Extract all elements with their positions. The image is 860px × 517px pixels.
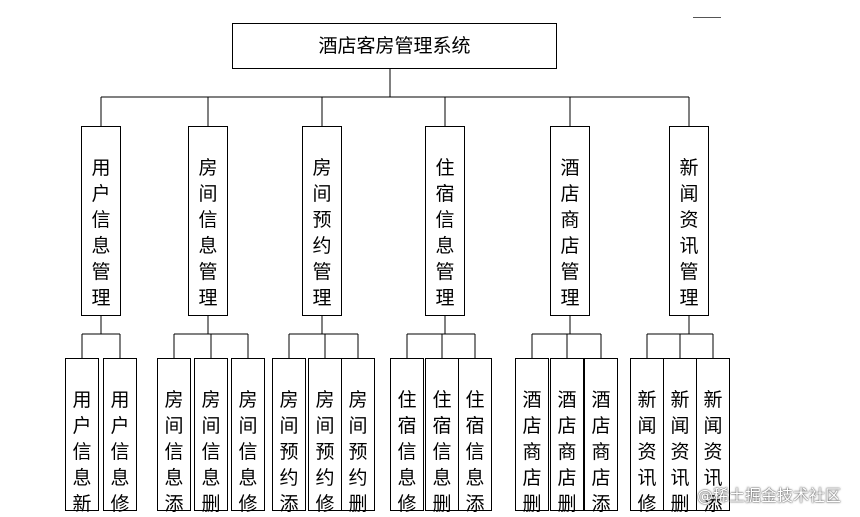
- module-box-1: 房间信息管理: [188, 126, 228, 316]
- module-box-2: 房间预约管理: [302, 126, 342, 316]
- child-box-5-1-label: 新闻资讯删: [670, 389, 690, 515]
- child-box-5-2-label: 新闻资讯添: [703, 389, 723, 515]
- child-box-2-0-label: 房间预约添: [279, 389, 299, 515]
- child-box-5-0-label: 新闻资讯修: [637, 389, 657, 515]
- module-box-0: 用户信息管理: [81, 126, 121, 316]
- module-box-4-label: 酒店商店管理: [560, 157, 580, 309]
- child-box-1-2-label: 房间信息修: [238, 389, 258, 515]
- root-box: 酒店客房管理系统: [232, 23, 557, 69]
- child-box-1-1: 房间信息删: [194, 358, 228, 515]
- root-label: 酒店客房管理系统: [318, 35, 471, 57]
- child-box-2-1: 房间预约修: [308, 358, 342, 515]
- child-box-4-1: 酒店商店删: [550, 358, 584, 515]
- child-box-3-0-label: 住宿信息修: [397, 389, 417, 515]
- child-box-2-2: 房间预约删: [341, 358, 375, 515]
- child-box-5-2: 新闻资讯添: [696, 358, 730, 515]
- child-box-3-1-label: 住宿信息删: [432, 389, 452, 515]
- child-box-3-2: 住宿信息添: [458, 358, 492, 515]
- child-box-1-1-label: 房间信息删: [201, 389, 221, 515]
- child-box-3-2-label: 住宿信息添: [465, 389, 485, 515]
- watermark-label: @稀土掘金技术社区: [697, 486, 842, 505]
- child-box-0-1-label: 用户信息修: [110, 389, 130, 515]
- module-box-3: 住宿信息管理: [425, 126, 465, 316]
- child-box-1-0: 房间信息添: [157, 358, 191, 515]
- child-box-0-0: 用户信息新: [65, 358, 99, 515]
- child-box-0-0-label: 用户信息新: [72, 389, 92, 515]
- child-box-5-0: 新闻资讯修: [630, 358, 664, 515]
- child-box-0-1: 用户信息修: [103, 358, 137, 515]
- child-box-2-0: 房间预约添: [272, 358, 306, 515]
- child-box-1-0-label: 房间信息添: [164, 389, 184, 515]
- child-box-1-2: 房间信息修: [231, 358, 265, 515]
- corner-mark: [693, 17, 721, 18]
- module-box-3-label: 住宿信息管理: [435, 157, 455, 309]
- module-box-5-label: 新闻资讯管理: [679, 157, 699, 309]
- child-box-4-1-label: 酒店商店删: [557, 389, 577, 515]
- child-box-3-0: 住宿信息修: [390, 358, 424, 515]
- child-box-4-0-label: 酒店商店删: [522, 389, 542, 515]
- child-box-3-1: 住宿信息删: [425, 358, 459, 515]
- child-box-2-2-label: 房间预约删: [348, 389, 368, 515]
- child-box-4-2-label: 酒店商店添: [591, 389, 611, 515]
- module-box-0-label: 用户信息管理: [91, 157, 111, 309]
- child-box-4-2: 酒店商店添: [584, 358, 618, 515]
- module-box-5: 新闻资讯管理: [669, 126, 709, 316]
- module-box-4: 酒店商店管理: [550, 126, 590, 316]
- child-box-4-0: 酒店商店删: [515, 358, 549, 515]
- module-box-1-label: 房间信息管理: [198, 157, 218, 309]
- module-box-2-label: 房间预约管理: [312, 157, 332, 309]
- child-box-2-1-label: 房间预约修: [315, 389, 335, 515]
- child-box-5-1: 新闻资讯删: [663, 358, 697, 515]
